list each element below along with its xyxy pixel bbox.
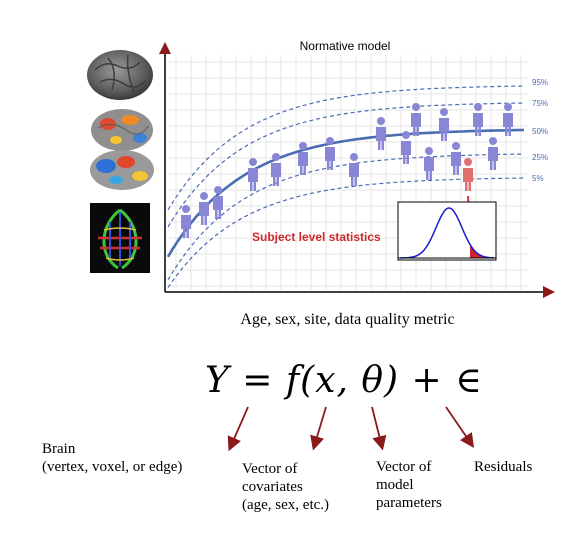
- person-icon: [401, 131, 411, 164]
- distribution-inset: [397, 201, 497, 261]
- parameters-annotation-line: parameters: [376, 495, 442, 511]
- residuals-annotation-line: Residuals: [474, 459, 533, 475]
- brain-annotation-line: (vertex, voxel, or edge): [42, 459, 183, 475]
- median-curve: [166, 128, 525, 258]
- person-icon: [424, 147, 434, 180]
- brain-annotation-line: Brain: [42, 441, 76, 457]
- covariates-annotation-line: Vector of: [242, 461, 298, 477]
- person-icon: [325, 137, 335, 170]
- percentile-label: 50%: [532, 127, 548, 136]
- person-icon: [503, 103, 513, 136]
- person-icon: [213, 186, 223, 219]
- covariates-annotation-line: (age, sex, etc.): [242, 497, 330, 513]
- subject-icons: [181, 103, 513, 238]
- percentile-label: 95%: [532, 78, 548, 87]
- subject-statistics-label: Subject level statistics: [252, 230, 381, 244]
- percentile-curves: [166, 85, 525, 288]
- parameters-annotation: Vector of model parameters: [376, 458, 442, 512]
- x-axis-label: Age, sex, site, data quality metric: [240, 311, 455, 328]
- brain-activation-lateral-image: [91, 109, 153, 151]
- covariates-annotation: Vector of covariates (age, sex, etc.): [242, 460, 329, 514]
- brain-surface-image: [87, 50, 153, 100]
- percentile-curve: [167, 102, 525, 228]
- person-icon: [271, 153, 281, 186]
- chart-title: Normative model: [300, 39, 391, 53]
- person-icon: [181, 205, 191, 238]
- parameters-annotation-line: model: [376, 477, 414, 493]
- person-icon: [451, 142, 461, 175]
- person-icon: [199, 192, 209, 225]
- residuals-annotation: Residuals: [474, 458, 532, 476]
- person-icon: [439, 108, 449, 141]
- percentile-curve: [167, 85, 525, 211]
- dti-tractography-image: [90, 203, 150, 273]
- person-icon: [376, 117, 386, 150]
- parameters-annotation-line: Vector of: [376, 459, 432, 475]
- covariates-annotation-line: covariates: [242, 479, 303, 495]
- normative-model-chart: Normative model 95% 75% 50% 25% 5% Subject l…: [159, 39, 555, 298]
- arrow-to-brain: [227, 406, 249, 452]
- highlighted-subject-icon: [463, 158, 473, 191]
- brain-annotation: Brain (vertex, voxel, or edge): [42, 440, 182, 476]
- arrow-to-parameters: [371, 406, 387, 451]
- person-icon: [248, 158, 258, 191]
- brain-activation-medial-image: [90, 150, 154, 190]
- percentile-label: 75%: [532, 99, 548, 108]
- model-formula: Y = f(x, θ) + ∈: [205, 360, 483, 401]
- percentile-labels: 95% 75% 50% 25% 5%: [532, 78, 548, 183]
- arrow-to-covariates: [310, 406, 327, 451]
- formula-arrows: [227, 406, 475, 452]
- arrow-to-residuals: [445, 406, 475, 448]
- person-icon: [349, 153, 359, 186]
- percentile-label: 25%: [532, 153, 548, 162]
- person-icon: [473, 103, 483, 136]
- percentile-curve: [167, 153, 525, 281]
- person-icon: [488, 137, 498, 170]
- percentile-label: 5%: [532, 174, 544, 183]
- person-icon: [411, 103, 421, 136]
- person-icon: [298, 142, 308, 175]
